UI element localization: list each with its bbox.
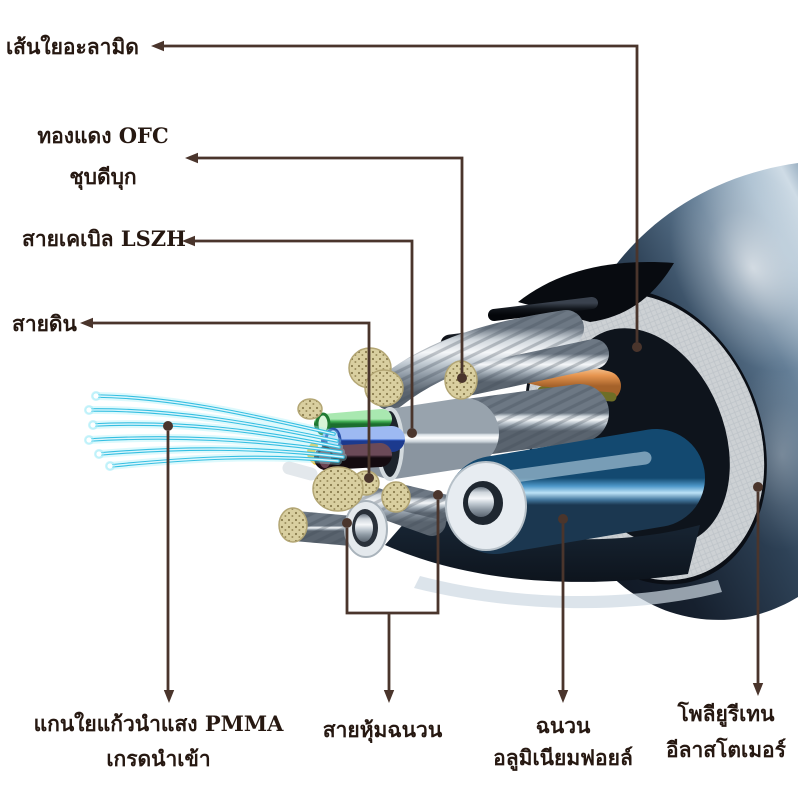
leader-dot bbox=[753, 482, 763, 492]
arrowhead-left bbox=[80, 317, 93, 329]
leader-aramid-fiber bbox=[163, 44, 639, 342]
twisted-silver-wire bbox=[372, 310, 584, 410]
strand-bundle bbox=[297, 398, 323, 420]
arrowhead-left bbox=[185, 152, 198, 164]
label-ofc-copper: ทองแดง OFC ชุบดีบุก bbox=[18, 115, 188, 197]
arrowhead-down bbox=[383, 690, 395, 703]
label-line: โพลียูรีเทน bbox=[677, 701, 775, 726]
label-line: เส้นใยอะลามิด bbox=[6, 34, 139, 59]
leader-ground-wire bbox=[92, 321, 371, 473]
leader-lszh-cable bbox=[194, 239, 414, 428]
leader-dot bbox=[364, 473, 374, 483]
label-line: สายหุ้มฉนวน bbox=[322, 717, 443, 742]
strand-bundle bbox=[278, 507, 308, 543]
strand-bundle bbox=[364, 369, 404, 407]
arrowhead-left bbox=[182, 235, 195, 247]
label-aramid-fiber: เส้นใยอะลามิด bbox=[6, 33, 139, 61]
arrowhead-down bbox=[557, 690, 569, 703]
fiber-tips bbox=[84, 391, 115, 471]
label-aluminum-foil: ฉนวน อลูมิเนียมฟอยล์ bbox=[455, 710, 671, 774]
leader-dot bbox=[433, 490, 443, 500]
strand-bundles bbox=[278, 347, 478, 543]
label-line: สายดิน bbox=[12, 311, 77, 336]
label-line: ฉนวน bbox=[535, 713, 591, 738]
optical-fibers bbox=[84, 391, 347, 471]
label-ground-wire: สายดิน bbox=[12, 310, 77, 338]
strand-bundle bbox=[312, 466, 364, 512]
leader-dot bbox=[163, 421, 173, 431]
leader-dot bbox=[457, 373, 467, 383]
black-wire bbox=[488, 297, 598, 321]
leader-lines bbox=[92, 44, 760, 690]
label-line: อลูมิเนียมฟอยล์ bbox=[493, 745, 633, 770]
leader-insulated-wire bbox=[345, 500, 440, 690]
label-polyurethane: โพลียูรีเทน อีลาสโตเมอร์ bbox=[640, 696, 800, 768]
leader-dot bbox=[407, 428, 417, 438]
white-tube-stub bbox=[282, 461, 318, 481]
label-line: ทองแดง OFC bbox=[37, 123, 169, 148]
label-line: ชุบดีบุก bbox=[69, 164, 137, 189]
arrowhead-left bbox=[151, 40, 164, 52]
leader-dot bbox=[632, 342, 642, 352]
leader-dot bbox=[558, 514, 568, 524]
twisted-silver-wire bbox=[447, 339, 609, 397]
arrowhead-down bbox=[752, 683, 764, 696]
leader-markers bbox=[80, 40, 764, 703]
label-lszh-cable: สายเคเบิล LSZH bbox=[22, 225, 186, 253]
label-line: อีลาสโตเมอร์ bbox=[666, 737, 786, 762]
arrowhead-down bbox=[163, 690, 175, 703]
label-pmma-fiber-core: แกนใยแก้วนำแสง PMMA เกรดนำเข้า bbox=[16, 706, 301, 776]
strand-bundle bbox=[381, 481, 411, 513]
aluminum-foil-tube bbox=[445, 429, 705, 554]
leader-dot bbox=[342, 518, 352, 528]
label-line: สายเคเบิล LSZH bbox=[22, 226, 186, 251]
inner-components bbox=[84, 262, 722, 609]
label-line: เกรดนำเข้า bbox=[106, 746, 211, 771]
leader-ofc-copper bbox=[197, 156, 464, 373]
label-insulated-wire: สายหุ้มฉนวน bbox=[295, 716, 470, 744]
label-line: แกนใยแก้วนำแสง PMMA bbox=[33, 711, 284, 736]
